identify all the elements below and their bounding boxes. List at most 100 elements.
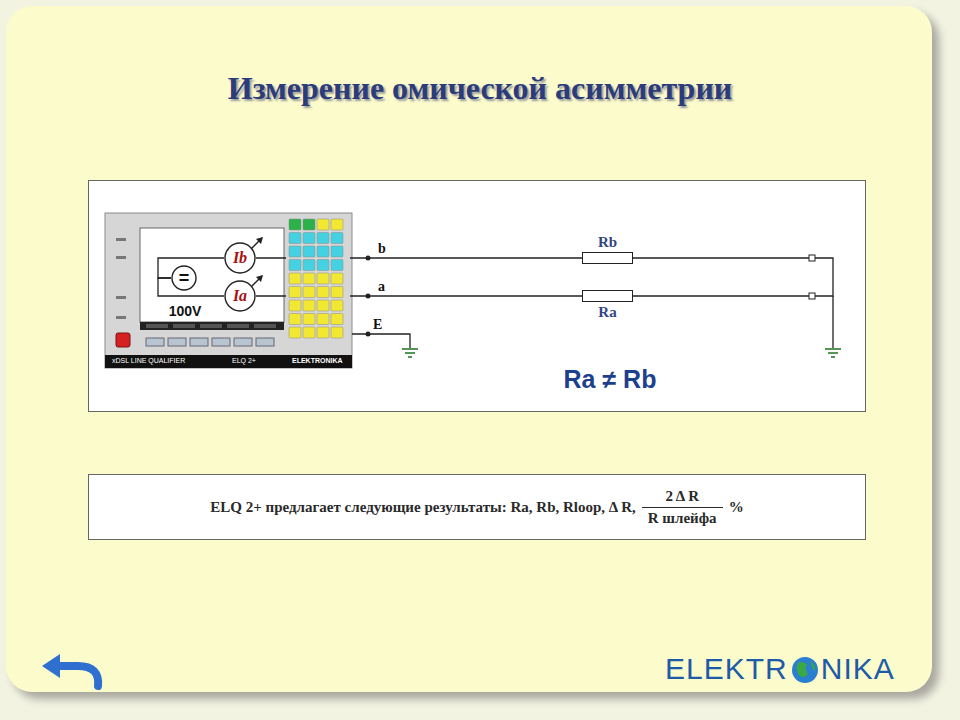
keypad-key [317,273,329,284]
meter-label: = [179,269,190,287]
keypad-key [303,273,315,284]
ground-symbol [825,348,841,350]
keypad-key [331,287,343,298]
ground-symbol [828,352,838,354]
back-arrowhead [42,654,60,678]
indicator-mark [116,296,126,299]
keypad-key [303,327,315,338]
keypad-key [289,273,301,284]
keypad-key [289,260,301,271]
keypad-key [289,327,301,338]
terminal-dot [366,294,371,299]
dc-source: = [171,265,197,291]
keypad-key [331,273,343,284]
earth-wire [352,334,410,348]
power-button [116,333,130,347]
resistor-symbol: Ra [582,290,633,302]
logo-text: NIKA [821,652,895,685]
device-caption: xDSL LINE QUALIFIER [112,357,185,365]
current-meter: Ib [224,242,256,274]
fraction-part: R шлейфа [642,507,723,528]
keypad-key [289,300,301,311]
current-meter: Ia [224,280,256,312]
keypad-key [289,287,301,298]
circle-outline-shape [172,266,196,290]
keypad-key [303,219,315,230]
indicator-mark [116,256,126,259]
device-nameplate-strip [105,355,352,368]
keypad-key [303,233,315,244]
fraction-part: 2 Δ R [659,487,705,507]
keypad-key [331,327,343,338]
screen-bar-segment [254,324,276,328]
wire [633,258,833,296]
keypad-key [331,314,343,325]
keypad-key [317,246,329,257]
ground-symbol [402,348,418,350]
resistor-symbol: Rb [582,252,633,264]
keypad-panel [286,216,350,346]
device-brand: ELEKTRONIKA [292,357,343,365]
resistor-label: Rb [598,234,617,251]
keypad-key [303,314,315,325]
inequality-label: Ra ≠ Rb [564,366,657,394]
screen-bar-segment [227,324,249,328]
keypad-key [317,327,329,338]
function-key [212,338,230,346]
ground-symbol [831,356,835,358]
logo-globe [790,655,820,685]
keypad-key [331,300,343,311]
keypad-key [317,300,329,311]
terminal-dot [366,332,371,337]
terminal-label: E [373,317,382,332]
indicator-mark [116,316,126,319]
device-screen [140,228,284,322]
logo-text: ELEKTR [665,652,788,685]
keypad-key [289,219,301,230]
terminal-dot [366,256,371,261]
globe-land [796,661,807,676]
function-key [190,338,208,346]
keypad-key [303,246,315,257]
keypad-key [331,260,343,271]
keypad-key [303,300,315,311]
indicator-mark [116,238,126,241]
function-key [256,338,274,346]
screen-bar [140,322,284,330]
screen-bar-segment [173,324,195,328]
keypad-key [331,219,343,230]
keypad-key [331,233,343,244]
function-key [146,338,164,346]
keypad-key [317,260,329,271]
device-body [105,213,352,368]
keypad-key [317,219,329,230]
screen-bar-segment [146,324,168,328]
globe-sea [792,657,818,683]
keypad-key [303,287,315,298]
slide-title: Измерение омической асимметрии [0,70,960,107]
keypad-key [317,314,329,325]
results-text: ELQ 2+ предлагает следующие результаты: … [210,498,635,517]
screen-bar-segment [200,324,222,328]
line-terminal [809,293,815,299]
results-text: % [729,498,744,517]
back-arrow [58,666,98,686]
keypad-key [289,246,301,257]
text-group: 2 Δ RR шлейфа [642,487,723,528]
meter-arrowhead [256,237,263,244]
keypad-key [303,260,315,271]
terminal-label: b [378,241,386,256]
earth-wire [832,296,833,348]
ground-symbol [408,356,412,358]
circle-outline-shape [225,243,255,273]
resistor-label: Ra [598,304,616,321]
keypad-key [289,233,301,244]
text-group: % [729,498,744,517]
meter-label: Ib [233,250,247,266]
circle-outline-shape [225,281,255,311]
voltage-label: 100V [169,304,202,319]
results-box: ELQ 2+ предлагает следующие результаты: … [88,474,866,540]
function-key [234,338,252,346]
meter-label: Ia [233,288,247,304]
